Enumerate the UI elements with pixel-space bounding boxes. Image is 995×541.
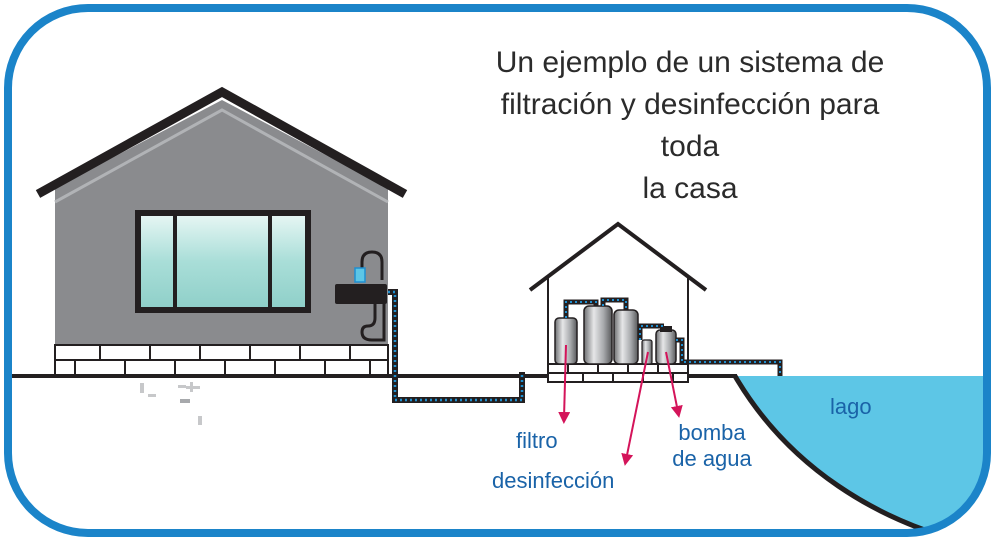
water-pump-icon <box>655 329 677 365</box>
faucet-icon <box>360 250 384 280</box>
pump-house <box>528 221 783 383</box>
callout-arrows <box>558 344 683 466</box>
rounded-frame <box>4 4 991 537</box>
water-glass-icon <box>354 267 366 283</box>
arrow-disinfection <box>621 351 649 466</box>
label-disinfection: desinfección <box>492 468 615 493</box>
water-pipe <box>388 289 525 403</box>
title-line-1: Un ejemplo de un sistema de <box>495 46 885 79</box>
title-line-2: filtración y desinfección para toda <box>500 88 880 163</box>
label-pump: bomba de agua <box>667 420 757 472</box>
lake <box>735 376 987 533</box>
title-line-3: la casa <box>642 172 738 205</box>
arrow-pump <box>665 351 683 418</box>
sink-icon <box>335 284 387 304</box>
label-lake: lago <box>830 394 872 419</box>
main-house <box>35 86 408 376</box>
diagram-title: Un ejemplo de un sistema de filtración y… <box>470 42 910 210</box>
window <box>135 210 311 313</box>
disinfection-tank <box>613 309 639 365</box>
house-roof <box>35 86 408 198</box>
pump-house-roof <box>528 221 708 292</box>
arrow-filter <box>558 344 571 424</box>
label-pump-line-2: de agua <box>672 446 752 471</box>
water-tank-icon <box>583 305 613 365</box>
label-pump-line-1: bomba <box>678 420 746 445</box>
label-filter: filtro <box>516 428 558 453</box>
